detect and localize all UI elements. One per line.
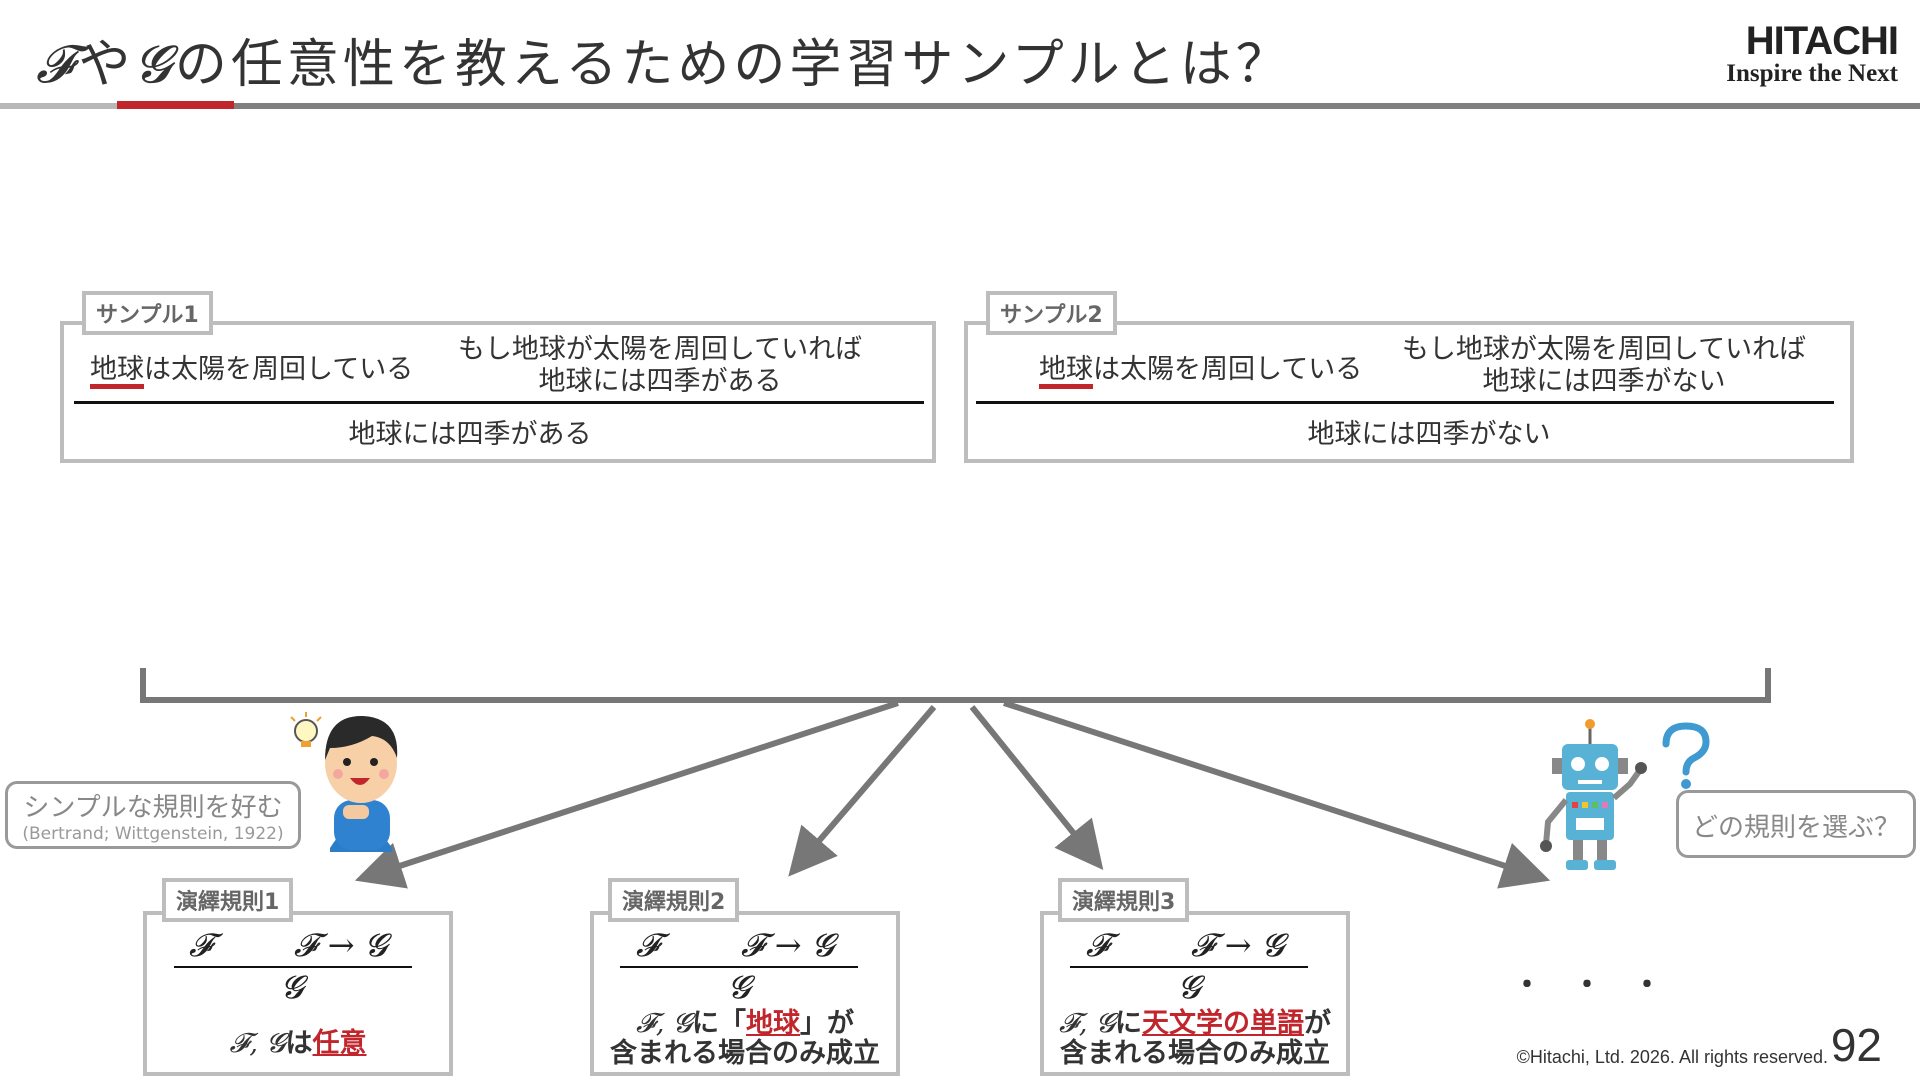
sample-2-premise-right-line1: もし地球が太陽を周回していれば	[1401, 334, 1807, 365]
arrow-to-rule-2	[788, 705, 937, 877]
hitachi-logo: HITACHI Inspire the Next	[1726, 19, 1899, 88]
header-rule-accent-red	[117, 101, 234, 109]
sample-2-inference-line	[976, 401, 1834, 404]
rule-1-conclusion: 𝓖	[281, 968, 304, 1006]
rule-2-desc-highlight: 地球	[746, 1008, 801, 1039]
header-rule	[0, 103, 1920, 109]
sample-2-premise-right: もし地球が太陽を周回していれば 地球には四季がない	[1384, 334, 1824, 398]
arrow-to-rule-1	[354, 700, 899, 889]
rule-2-inference-line	[620, 966, 858, 968]
rule-1-description: 𝓕, 𝓖は任意	[143, 1029, 453, 1059]
rule-3-inference-line	[1070, 966, 1308, 968]
human-preference-citation: (Bertrand; Wittgenstein, 1922)	[22, 824, 284, 844]
sample-1-underline	[90, 384, 144, 389]
rule-3-premise-implication: 𝓕 → 𝓖	[1191, 926, 1285, 964]
robot-question-text: どの規則を選ぶ？	[1691, 813, 1900, 843]
rule-2-desc-line1: 𝓕, 𝓖に「地球」が	[590, 1009, 900, 1039]
rule-1-desc-math: 𝓕, 𝓖	[229, 1028, 286, 1059]
question-mark-icon	[1662, 722, 1710, 789]
rule-3-box	[1040, 911, 1350, 1076]
sample-2-box	[964, 321, 1854, 463]
sample-1-conclusion: 地球には四季がある	[348, 419, 592, 450]
rule-2-conclusion: 𝓖	[728, 968, 751, 1006]
rule-1-desc-highlight: 任意	[312, 1028, 367, 1059]
rule-3-premise-F: 𝓕	[1086, 926, 1110, 964]
rule-3-desc-highlight: 天文学の単語	[1142, 1008, 1305, 1039]
title-F-symbol: 𝓕	[36, 35, 79, 95]
rule-2-description: 𝓕, 𝓖に「地球」が 含まれる場合のみ成立	[590, 1009, 900, 1069]
copyright-notice: ©Hitachi, Ltd. 2026. All rights reserved…	[1516, 1047, 1828, 1067]
rule-1-inference-line	[174, 966, 412, 968]
robot-question-bubble: どの規則を選ぶ？	[1676, 790, 1916, 858]
sample-1-premise-right-line1: もし地球が太陽を周回していれば	[457, 334, 863, 365]
more-rules-ellipsis: ・ ・ ・	[1512, 968, 1662, 1003]
rule-2-premise-F: 𝓕	[636, 926, 660, 964]
rule-1-desc-text: は	[285, 1028, 313, 1059]
rule-1-tag: 演繹規則1	[162, 878, 294, 922]
rule-3-desc-line2: 含まれる場合のみ成立	[1060, 1038, 1330, 1069]
lightbulb-icon	[290, 712, 322, 747]
rule-3-description: 𝓕, 𝓖に天文学の単語が 含まれる場合のみ成立	[1040, 1009, 1350, 1069]
logo-wordmark: HITACHI	[1745, 19, 1899, 63]
arrow-to-more-rules	[1003, 700, 1551, 889]
slide-title: 𝓕や𝓖の任意性を教えるための学習サンプルとは？	[36, 22, 1292, 97]
sample-1-inference-line	[74, 401, 924, 404]
rule-3-desc-text-b: が	[1304, 1008, 1332, 1039]
rule-3-conclusion: 𝓖	[1178, 968, 1201, 1006]
title-mid: や	[78, 35, 135, 95]
sample-2-conclusion: 地球には四季がない	[1307, 419, 1551, 450]
title-G-symbol: 𝓖	[134, 35, 175, 95]
rule-1-box	[143, 911, 453, 1076]
sample-1-premise-left: 地球は太陽を周回している	[90, 354, 414, 385]
rule-3-tag: 演繹規則3	[1058, 878, 1190, 922]
rule-2-desc-text-a: に「	[692, 1008, 747, 1039]
person-illustration	[325, 715, 398, 852]
sample-1-box	[60, 321, 936, 463]
rule-2-tag: 演繹規則2	[608, 878, 740, 922]
samples-bracket	[140, 668, 1771, 703]
sample-1-premise-right: もし地球が太陽を周回していれば 地球には四季がある	[440, 334, 880, 398]
arrow-to-rule-3	[969, 705, 1104, 871]
human-preference-bubble: シンプルな規則を好む (Bertrand; Wittgenstein, 1922…	[5, 781, 301, 849]
logo-tagline: Inspire the Next	[1726, 60, 1898, 87]
rule-2-premise-implication: 𝓕 → 𝓖	[741, 926, 835, 964]
sample-1-premise-right-line2: 地球には四季がある	[538, 366, 782, 397]
sample-1-tag: サンプル1	[82, 291, 213, 335]
sample-2-premise-left: 地球は太陽を周回している	[1039, 354, 1363, 385]
rule-2-desc-math: 𝓕, 𝓖	[635, 1008, 693, 1039]
rule-3-desc-line1: 𝓕, 𝓖に天文学の単語が	[1040, 1009, 1350, 1039]
rule-3-desc-text-a: に	[1115, 1008, 1143, 1039]
header-rule-accent-light	[0, 103, 117, 109]
rule-3-desc-math: 𝓕, 𝓖	[1058, 1008, 1116, 1039]
sample-2-underline	[1039, 384, 1093, 389]
rule-1-premise-F: 𝓕	[189, 926, 213, 964]
robot-illustration	[1540, 719, 1647, 870]
sample-2-premise-right-line2: 地球には四季がない	[1482, 366, 1726, 397]
title-text: の任意性を教えるための学習サンプルとは？	[174, 35, 1292, 95]
rule-1-premise-implication: 𝓕 → 𝓖	[294, 926, 388, 964]
rule-2-box	[590, 911, 900, 1076]
sample-2-tag: サンプル2	[986, 291, 1117, 335]
human-preference-text: シンプルな規則を好む	[23, 793, 283, 823]
rule-2-desc-text-b: 」が	[800, 1008, 855, 1039]
rule-2-desc-line2: 含まれる場合のみ成立	[610, 1038, 880, 1069]
page-number: 92	[1830, 1019, 1882, 1071]
